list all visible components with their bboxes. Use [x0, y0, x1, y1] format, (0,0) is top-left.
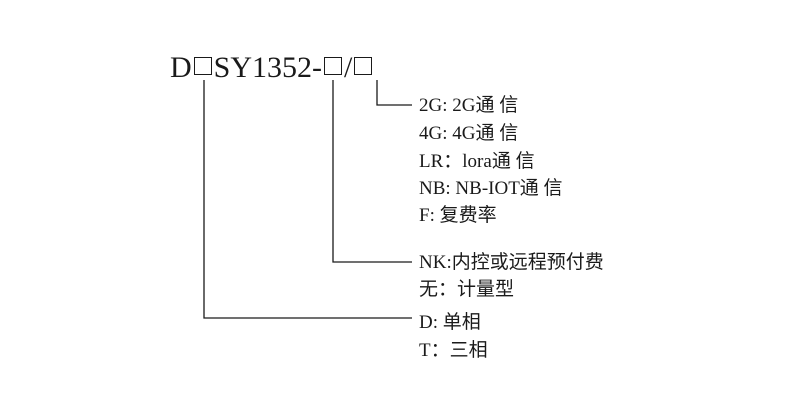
communication-connector	[376, 80, 412, 106]
option-multi-rate: F: 复费率	[419, 205, 497, 226]
option-metering: 无：计量型	[419, 279, 515, 300]
option-4g: 4G: 4G通 信	[419, 123, 519, 144]
communication-placeholder-box	[354, 57, 373, 75]
payment-connector	[332, 80, 412, 263]
payment-placeholder-box	[324, 57, 343, 75]
option-single-phase: D: 单相	[419, 312, 481, 333]
option-lora: LR：lora通 信	[419, 151, 535, 172]
option-prepaid: NK:内控或远程预付费	[419, 252, 604, 273]
option-three-phase: T：三相	[419, 340, 488, 361]
option-2g: 2G: 2G通 信	[419, 95, 519, 116]
model-slash: /	[344, 51, 353, 84]
model-prefix: D	[170, 51, 192, 84]
model-code: D SY1352- /	[170, 53, 374, 83]
phase-placeholder-box	[193, 57, 212, 75]
option-nb-iot: NB: NB-IOT通 信	[419, 178, 563, 199]
phase-connector	[203, 80, 412, 319]
model-series: SY1352-	[213, 51, 323, 84]
